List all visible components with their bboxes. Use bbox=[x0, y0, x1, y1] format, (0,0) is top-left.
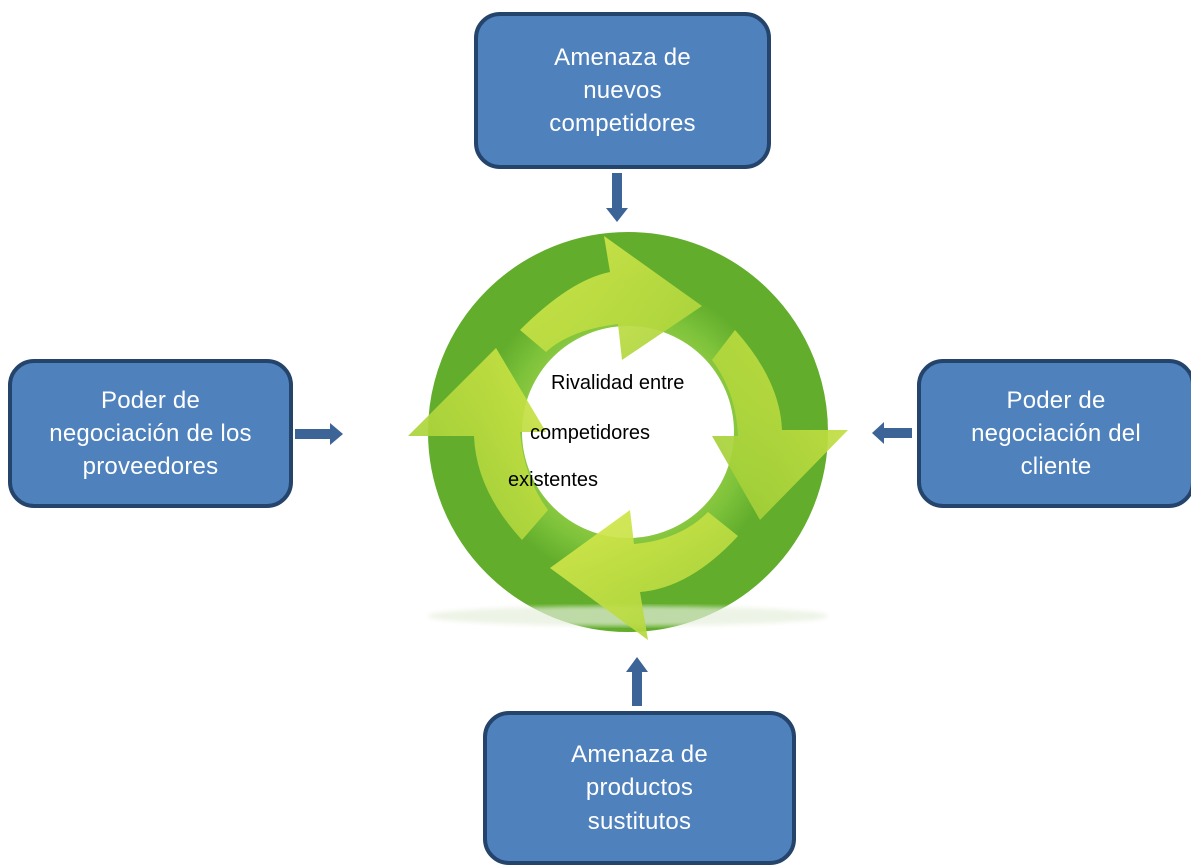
force-box-line: competidores bbox=[549, 110, 696, 138]
force-box-line: Amenaza de bbox=[554, 43, 691, 71]
cycle-arrow-top bbox=[520, 236, 702, 360]
cycle-ring bbox=[428, 232, 828, 632]
force-box-suppliers: Poder de negociación de los proveedores bbox=[8, 359, 293, 508]
force-box-line: negociación de los bbox=[49, 419, 252, 447]
force-box-line: Amenaza de bbox=[571, 741, 708, 769]
arrow-right-icon bbox=[295, 423, 343, 445]
center-label-line-3: existentes bbox=[508, 469, 599, 491]
force-box-new-entrants: Amenaza de nuevos competidores bbox=[474, 12, 771, 169]
arrow-down-icon bbox=[606, 173, 628, 222]
force-box-line: cliente bbox=[1020, 453, 1092, 481]
force-box-line: proveedores bbox=[82, 453, 219, 481]
force-box-line: productos bbox=[585, 774, 694, 802]
force-box-line: negociación del bbox=[971, 419, 1141, 447]
center-label-line-2: competidores bbox=[530, 422, 651, 444]
arrow-up-icon bbox=[626, 657, 648, 706]
arrow-left-icon bbox=[872, 422, 912, 444]
force-box-substitutes: Amenaza de productos sustitutos bbox=[483, 711, 796, 865]
force-box-customers: Poder de negociación del cliente bbox=[917, 359, 1191, 508]
force-box-line: nuevos bbox=[583, 76, 662, 104]
force-box-line: Poder de bbox=[1006, 386, 1106, 414]
force-box-line: sustitutos bbox=[587, 807, 692, 835]
cycle-arrow-right bbox=[712, 330, 848, 520]
cycle-arrow-bottom bbox=[550, 510, 738, 640]
cycle-arrow-left bbox=[408, 348, 548, 540]
center-label-line-1: Rivalidad entre bbox=[551, 372, 685, 394]
force-box-line: Poder de bbox=[100, 386, 200, 414]
